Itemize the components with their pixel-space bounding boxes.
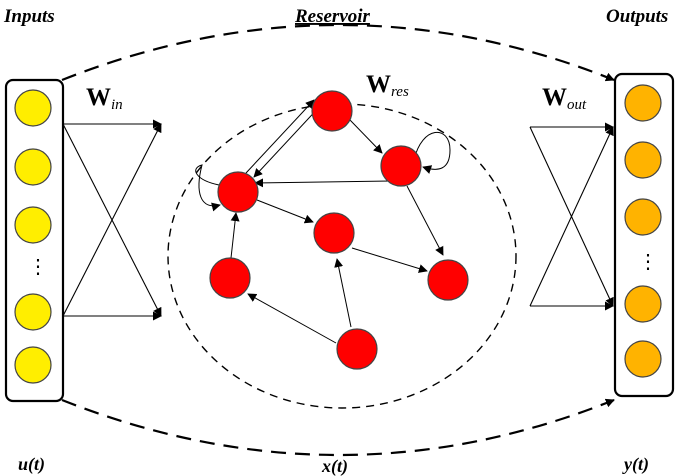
output-node	[624, 141, 662, 179]
input-variable-label: u(t)	[18, 454, 45, 475]
input-weights-connections	[62, 119, 162, 321]
inputs-title: Inputs	[3, 6, 55, 27]
input-node	[14, 89, 52, 127]
w-res-label: Wres	[366, 71, 409, 100]
reservoir-nodes	[209, 90, 469, 370]
reservoir-node	[427, 259, 469, 301]
input-node	[14, 346, 52, 384]
input-node	[14, 148, 52, 186]
output-node	[624, 84, 662, 122]
input-node	[14, 293, 52, 331]
reservoir-edges	[195, 99, 451, 344]
output-variable-label: y(t)	[622, 454, 649, 475]
reservoir-node	[311, 90, 353, 132]
reservoir-node	[380, 145, 422, 187]
input-ellipsis: ⋮	[28, 256, 48, 278]
bottom-dashed-arc	[61, 398, 615, 457]
output-node	[624, 198, 662, 236]
output-weights-connections	[529, 122, 614, 311]
reservoir-node	[217, 171, 259, 213]
w-in-label: Win	[86, 84, 123, 113]
outputs-title: Outputs	[606, 6, 668, 27]
w-out-label: Wout	[542, 84, 587, 113]
reservoir-node	[209, 257, 251, 299]
reservoir-node	[313, 212, 355, 254]
input-nodes	[14, 89, 52, 384]
reservoir-node	[336, 328, 378, 370]
input-node	[14, 206, 52, 244]
top-dashed-arc	[61, 23, 615, 82]
state-variable-label: x(t)	[321, 456, 348, 476]
reservoir-boundary	[167, 103, 517, 409]
output-nodes	[624, 84, 662, 378]
output-node	[624, 340, 662, 378]
output-node	[624, 285, 662, 323]
reservoir-title: Reservoir	[294, 6, 371, 27]
output-ellipsis: ⋮	[638, 251, 658, 273]
